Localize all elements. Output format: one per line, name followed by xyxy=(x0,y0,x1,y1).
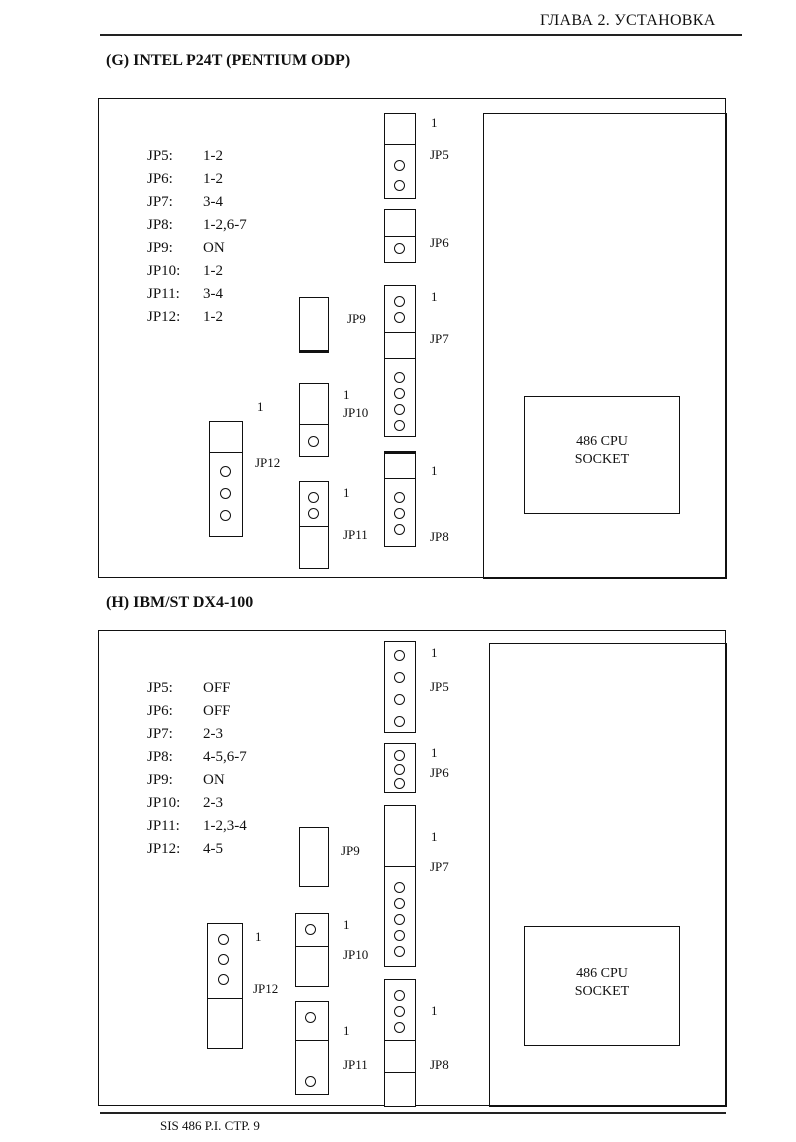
pin1-label: 1 xyxy=(431,1003,438,1018)
jumper-jp5 xyxy=(384,641,416,733)
jumper-jp8 xyxy=(384,451,416,547)
socket-label-line1: 486 CPU xyxy=(576,966,628,981)
jumper-jp10 xyxy=(295,913,329,987)
setting-row: JP6:1-2 xyxy=(147,171,223,187)
pin1-label: 1 xyxy=(431,745,438,760)
jp9-label: JP9 xyxy=(347,311,366,326)
setting-row: JP10:2-3 xyxy=(147,795,223,811)
pin1-label: 1 xyxy=(431,463,438,478)
pin1-label: 1 xyxy=(343,485,350,500)
jp7-label: JP7 xyxy=(430,859,449,874)
setting-row: JP9:ON xyxy=(147,240,225,256)
setting-row: JP11:3-4 xyxy=(147,286,223,302)
jp8-label: JP8 xyxy=(430,1057,449,1072)
jumper-jp8 xyxy=(384,979,416,1107)
setting-row: JP11:1-2,3-4 xyxy=(147,818,247,834)
setting-row: JP5:1-2 xyxy=(147,148,223,164)
pin1-label: 1 xyxy=(431,115,438,130)
board-diagram-g: 486 CPU SOCKET JP5:1-2 JP6:1-2 JP7:3-4 J… xyxy=(98,98,727,579)
jumper-jp7 xyxy=(384,805,416,967)
setting-row: JP7:3-4 xyxy=(147,194,223,210)
jp6-label: JP6 xyxy=(430,765,449,780)
jumper-jp6 xyxy=(384,743,416,793)
socket-label-line2: SOCKET xyxy=(574,452,630,467)
setting-row: JP9:ON xyxy=(147,772,225,788)
jp9-label: JP9 xyxy=(341,843,360,858)
cpu-socket-g: 486 CPU SOCKET xyxy=(524,396,680,514)
setting-row: JP12:1-2 xyxy=(147,309,223,325)
pin1-label: 1 xyxy=(343,1023,350,1038)
setting-row: JP7:2-3 xyxy=(147,726,223,742)
jp7-label: JP7 xyxy=(430,331,449,346)
jp10-label: JP10 xyxy=(343,947,369,962)
jumper-settings-h: JP5:OFF JP6:OFF JP7:2-3 JP8:4-5,6-7 JP9:… xyxy=(147,677,247,861)
pin1-label: 1 xyxy=(343,387,350,402)
jp5-label: JP5 xyxy=(430,679,449,694)
setting-row: JP12:4-5 xyxy=(147,841,223,857)
jp5-label: JP5 xyxy=(430,147,449,162)
setting-row: JP5:OFF xyxy=(147,680,231,696)
jumper-jp10 xyxy=(299,383,329,457)
jumper-jp9 xyxy=(299,297,329,353)
footer-rule xyxy=(100,1112,726,1114)
jumper-jp9 xyxy=(299,827,329,887)
page-footer: SIS 486 P.I. СТР. 9 xyxy=(160,1118,260,1133)
cpu-socket-h: 486 CPU SOCKET xyxy=(524,926,680,1046)
jp10-label: JP10 xyxy=(343,405,369,420)
setting-row: JP8:1-2,6-7 xyxy=(147,217,247,233)
jumper-settings-g: JP5:1-2 JP6:1-2 JP7:3-4 JP8:1-2,6-7 JP9:… xyxy=(147,145,247,329)
jp6-label: JP6 xyxy=(430,235,449,250)
socket-label-line1: 486 CPU xyxy=(576,434,628,449)
chapter-header: ГЛАВА 2. УСТАНОВКА xyxy=(540,12,716,29)
pin1-label: 1 xyxy=(431,289,438,304)
jp11-label: JP11 xyxy=(343,527,368,542)
jumper-jp11 xyxy=(295,1001,329,1095)
pin1-label: 1 xyxy=(431,829,438,844)
header-rule xyxy=(100,34,742,36)
jumper-jp7 xyxy=(384,285,416,437)
setting-row: JP6:OFF xyxy=(147,703,231,719)
socket-label-line2: SOCKET xyxy=(574,984,630,999)
board-diagram-h: 486 CPU SOCKET JP5:OFF JP6:OFF JP7:2-3 J… xyxy=(98,630,727,1107)
jp8-label: JP8 xyxy=(430,529,449,544)
jumper-jp5 xyxy=(384,113,416,199)
jp12-label: JP12 xyxy=(255,455,281,470)
pin1-label: 1 xyxy=(255,929,262,944)
cpu-area-g: 486 CPU SOCKET xyxy=(483,113,727,579)
jumper-jp12 xyxy=(207,923,243,1049)
jumper-jp11 xyxy=(299,481,329,569)
pin1-label: 1 xyxy=(431,645,438,660)
pin1-label: 1 xyxy=(257,399,264,414)
setting-row: JP10:1-2 xyxy=(147,263,223,279)
setting-row: JP8:4-5,6-7 xyxy=(147,749,247,765)
pin1-label: 1 xyxy=(343,917,350,932)
section-h-title: (H) IBM/ST DX4-100 xyxy=(106,594,254,611)
jp12-label: JP12 xyxy=(253,981,279,996)
jumper-jp12 xyxy=(209,421,243,537)
section-g-title: (G) INTEL P24T (PENTIUM ODP) xyxy=(106,52,351,69)
jumper-jp6 xyxy=(384,209,416,263)
cpu-area-h: 486 CPU SOCKET xyxy=(489,643,727,1107)
jp11-label: JP11 xyxy=(343,1057,368,1072)
